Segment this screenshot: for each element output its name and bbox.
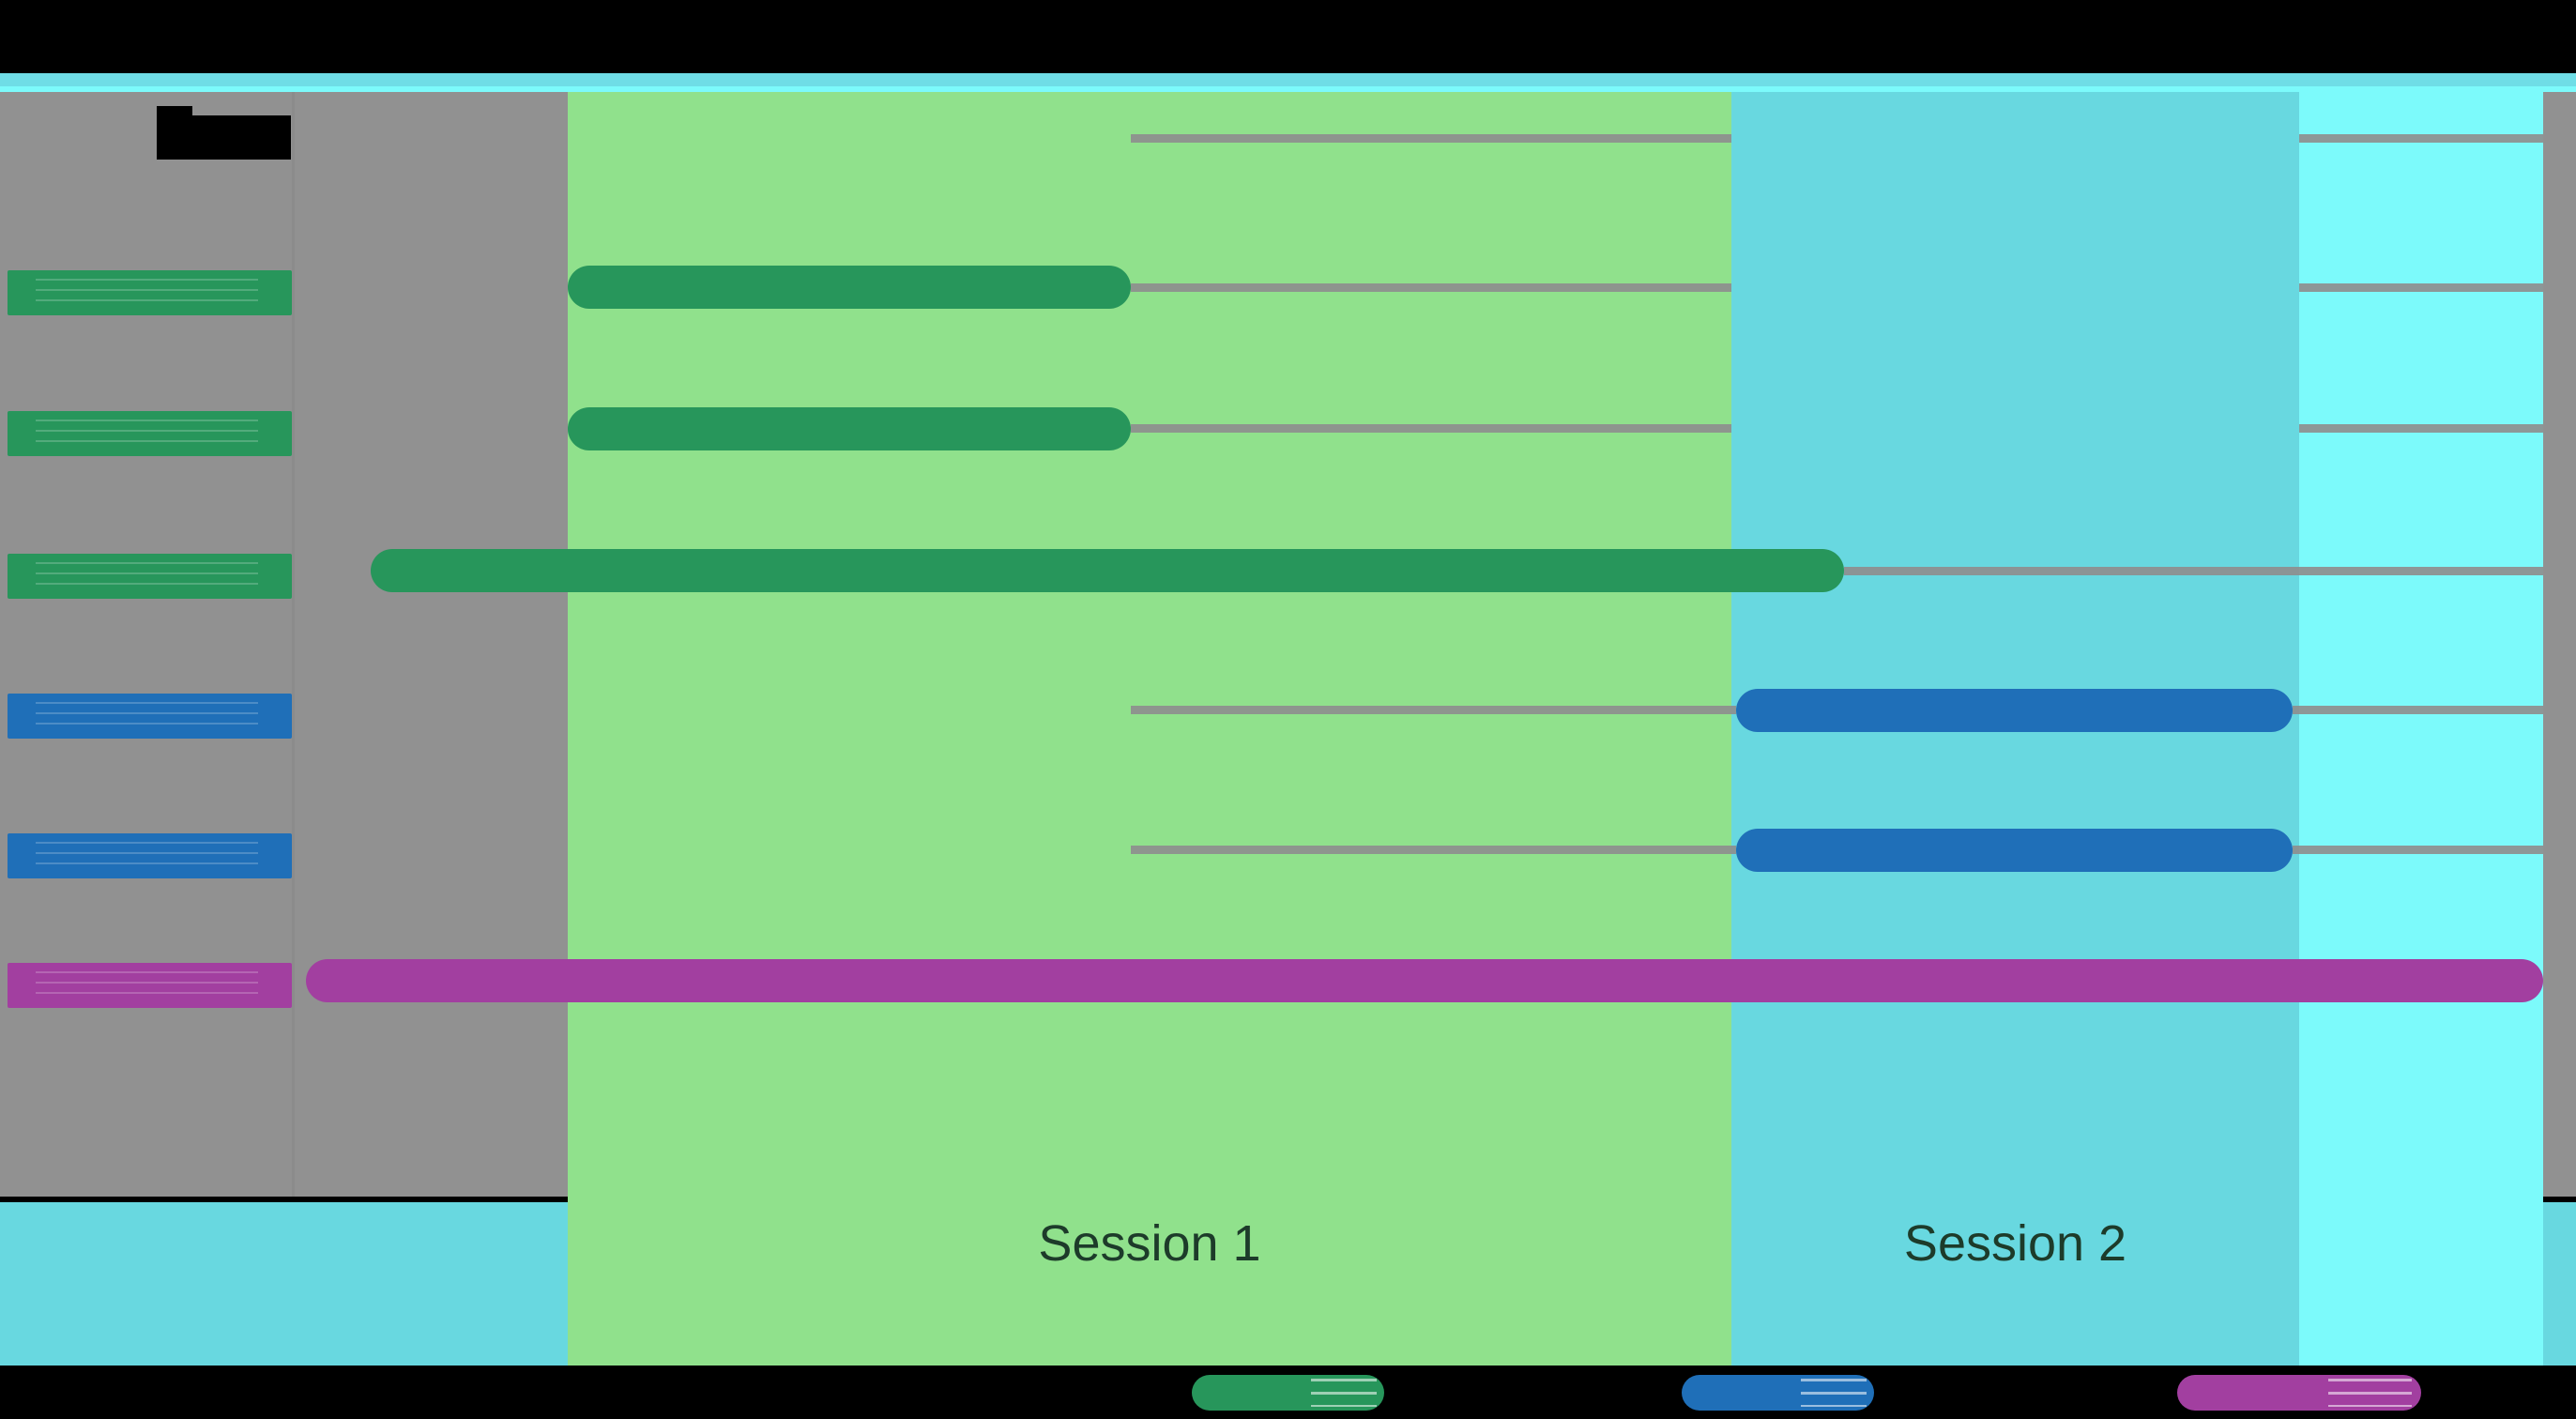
row-label-6 xyxy=(8,963,292,1008)
task-bar-3[interactable] xyxy=(371,549,1844,592)
plot-right-margin xyxy=(2543,92,2576,1197)
row-label-2 xyxy=(8,411,292,456)
session-2-label: Session 2 xyxy=(1903,1215,2127,1272)
row-label-5 xyxy=(8,833,292,878)
gridline-row-2 xyxy=(1131,424,1731,433)
row-label-3 xyxy=(8,554,292,599)
gridline-row-0 xyxy=(1131,134,1731,143)
title-tick-mark xyxy=(157,106,192,117)
gridline-row-5 xyxy=(1131,846,1736,854)
task-bar-4[interactable] xyxy=(1736,689,2293,732)
legend-item-2[interactable] xyxy=(1682,1375,1874,1411)
top-accent-strip xyxy=(0,73,2576,86)
legend-item-3[interactable] xyxy=(2177,1375,2421,1411)
gridline-row-0b xyxy=(2299,134,2543,143)
caption-band-session-3 xyxy=(2299,1197,2543,1366)
task-bar-2[interactable] xyxy=(568,407,1131,450)
label-gutter-divider xyxy=(292,92,295,1197)
row-label-1 xyxy=(8,270,292,315)
caption-band-session-1 xyxy=(568,1197,1731,1366)
session-band-2 xyxy=(1731,92,2299,1197)
row-label-4 xyxy=(8,694,292,739)
gridline-row-2b xyxy=(2299,424,2543,433)
task-bar-6[interactable] xyxy=(306,959,2543,1002)
gridline-row-1 xyxy=(1131,283,1731,292)
gridline-row-3 xyxy=(1844,567,2543,575)
task-bar-5[interactable] xyxy=(1736,829,2293,872)
legend-item-1[interactable] xyxy=(1192,1375,1384,1411)
caption-band-session-2 xyxy=(1731,1197,2299,1366)
session-band-3 xyxy=(2299,92,2543,1197)
gridline-row-4 xyxy=(1131,706,1736,714)
gridline-row-5b xyxy=(2293,846,2543,854)
legend xyxy=(0,1366,2576,1419)
page-title xyxy=(157,106,291,160)
session-band-1 xyxy=(568,92,1731,1197)
top-accent-strip-2 xyxy=(0,86,2576,92)
task-bar-1[interactable] xyxy=(568,266,1131,309)
gridline-row-4b xyxy=(2293,706,2543,714)
session-1-label: Session 1 xyxy=(1038,1215,1261,1272)
gridline-row-1b xyxy=(2299,283,2543,292)
